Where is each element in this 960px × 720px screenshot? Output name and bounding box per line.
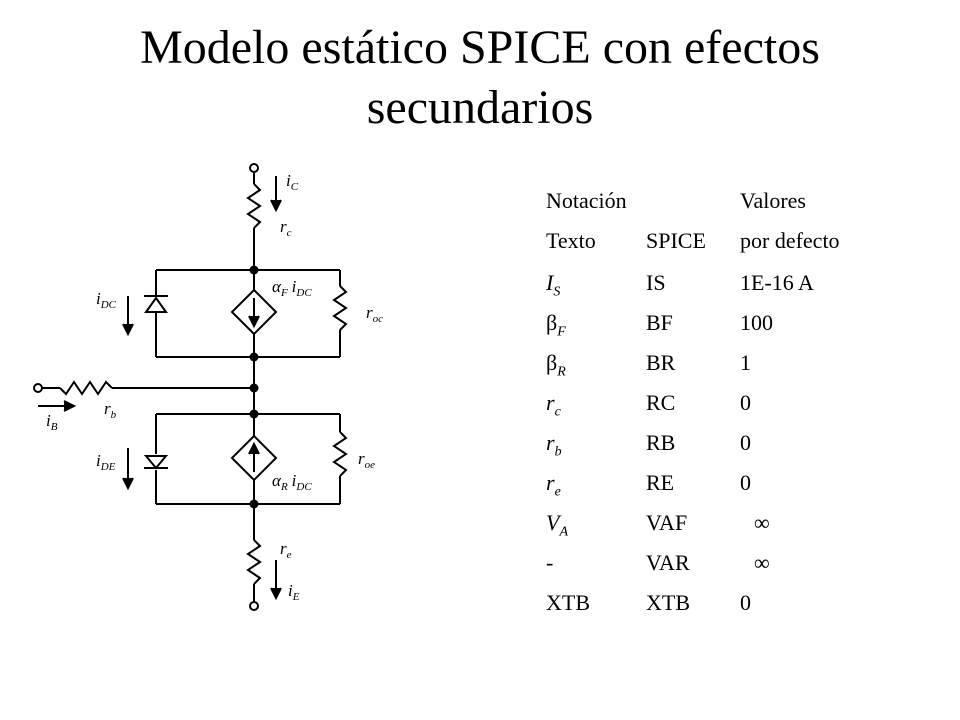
label-rb: rb xyxy=(104,399,117,421)
param-default-value: 1E-16 A xyxy=(740,270,814,295)
param-default-value: 0 xyxy=(740,430,751,455)
re-resistor xyxy=(246,539,262,585)
param-spice-name: RE xyxy=(646,470,675,495)
param-spice-name: IS xyxy=(646,270,666,295)
param-notation: XTB xyxy=(546,590,590,615)
header-spice: SPICE xyxy=(646,228,706,253)
param-default-value: 0 xyxy=(740,470,751,495)
param-default-value: ∞ xyxy=(754,510,770,535)
roc-resistor xyxy=(332,285,348,331)
param-spice-name: BR xyxy=(646,350,676,375)
label-rc: rc xyxy=(280,217,292,239)
param-notation: βF xyxy=(546,310,566,340)
param-default-value: 1 xyxy=(740,350,751,375)
label-roe: roe xyxy=(358,449,375,471)
collector-terminal xyxy=(249,163,259,173)
node xyxy=(249,409,259,419)
node xyxy=(249,499,259,509)
param-spice-name: VAR xyxy=(646,550,690,575)
slide-title: Modelo estático SPICE con efectos secund… xyxy=(0,18,960,138)
param-spice-name: RC xyxy=(646,390,676,415)
param-spice-name: VAF xyxy=(646,510,688,535)
rb-resistor xyxy=(59,380,113,396)
param-spice-name: BF xyxy=(646,310,673,335)
label-ide: iDE xyxy=(96,451,116,473)
label-ic: iC xyxy=(286,171,299,193)
roe-resistor xyxy=(332,431,348,477)
header-por-defecto: por defecto xyxy=(740,228,840,253)
node xyxy=(249,383,259,393)
param-notation: re xyxy=(546,470,561,500)
label-ib: iB xyxy=(46,411,58,433)
diode-de xyxy=(143,455,169,470)
title-line-2: secundarios xyxy=(366,81,594,134)
param-default-value: 100 xyxy=(740,310,773,335)
param-spice-name: RB xyxy=(646,430,676,455)
label-ie: iE xyxy=(288,581,300,603)
title-line-1: Modelo estático SPICE con efectos xyxy=(140,21,820,74)
header-notacion: Notación xyxy=(546,188,627,213)
base-terminal xyxy=(33,383,43,393)
diode-dc xyxy=(144,296,168,313)
label-idc: iDC xyxy=(96,289,117,311)
param-notation: rb xyxy=(546,430,562,460)
node xyxy=(249,352,259,362)
param-notation: - xyxy=(546,550,554,575)
param-notation: VA xyxy=(546,510,569,540)
param-default-value: 0 xyxy=(740,590,751,615)
label-re: re xyxy=(280,539,292,561)
param-notation: βR xyxy=(546,350,566,380)
label-roc: roc xyxy=(366,303,383,325)
node xyxy=(249,265,259,275)
param-notation: rc xyxy=(546,390,561,420)
header-texto: Texto xyxy=(546,228,596,253)
param-default-value: ∞ xyxy=(754,550,770,575)
param-spice-name: XTB xyxy=(646,590,690,615)
rc-resistor xyxy=(246,183,262,229)
header-valores: Valores xyxy=(740,188,806,213)
param-default-value: 0 xyxy=(740,390,751,415)
param-notation: IS xyxy=(546,270,561,300)
emitter-terminal xyxy=(249,601,259,611)
